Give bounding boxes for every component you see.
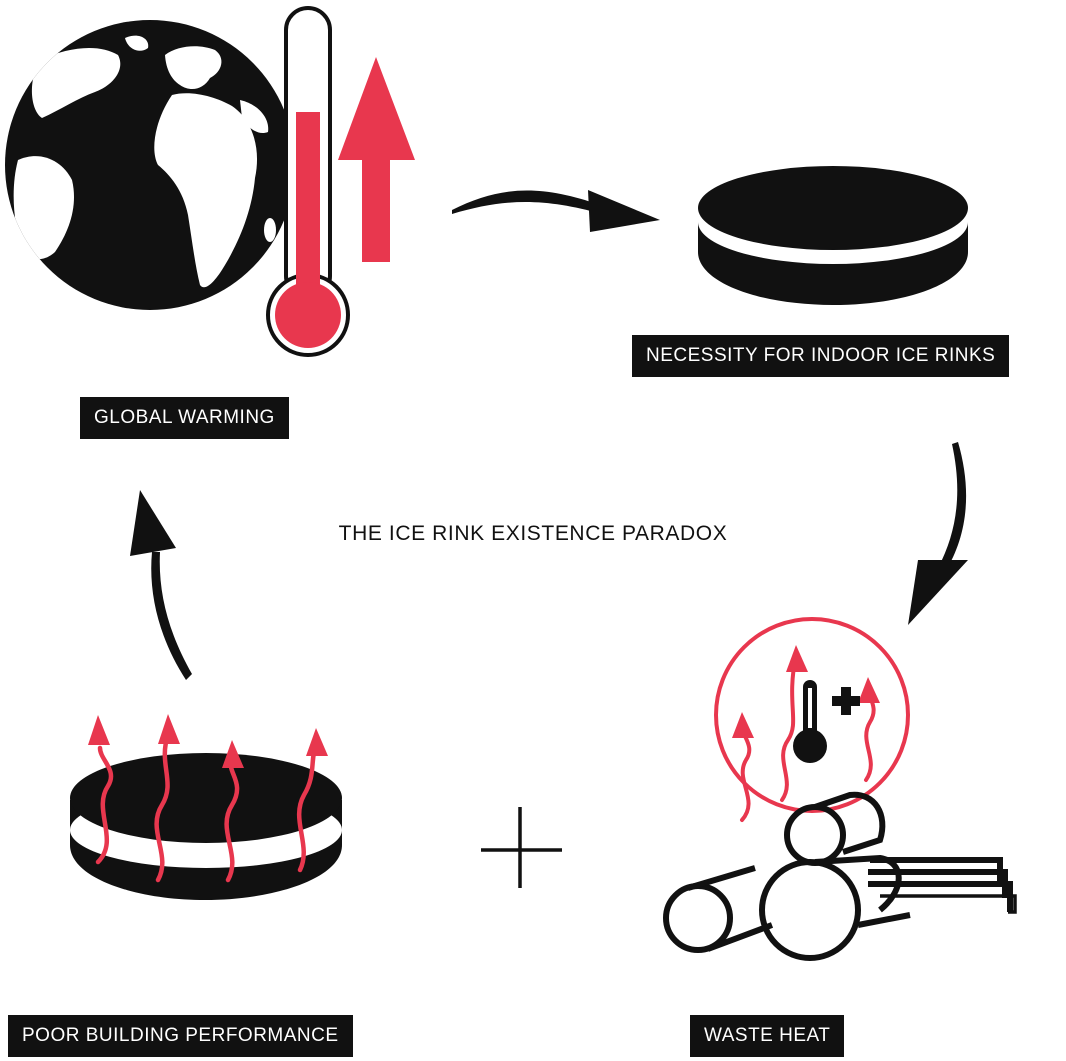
- hockey-puck-icon: [698, 166, 968, 305]
- waste-heat-ring: [714, 617, 910, 813]
- flow-arrow-warming-to-rinks: [452, 190, 660, 232]
- heat-wave-arrowheads: [88, 714, 328, 768]
- up-arrow-icon: [338, 57, 415, 262]
- heat-wave-arrowheads: [732, 645, 880, 738]
- pipes-icon: [663, 791, 1017, 961]
- flow-arrow-rinks-to-waste-heat: [908, 442, 968, 625]
- thermometer-icon: [266, 6, 350, 357]
- diagram-title: THE ICE RINK EXISTENCE PARADOX: [338, 522, 728, 545]
- node-label-indoor-ice-rinks: NECESSITY FOR INDOOR ICE RINKS: [632, 335, 1010, 377]
- heated-puck-icon: [70, 753, 342, 900]
- thermometer-icon: [793, 680, 827, 763]
- plus-icon: [832, 687, 860, 715]
- flow-arrow-performance-to-warming: [130, 490, 192, 680]
- heat-wave-icon: [95, 732, 319, 883]
- node-label-global-warming: GLOBAL WARMING: [80, 397, 289, 439]
- plus-sign: [481, 807, 562, 888]
- node-label-poor-building-performance: POOR BUILDING PERFORMANCE: [8, 1015, 353, 1057]
- globe-icon: [5, 20, 295, 310]
- node-label-waste-heat: WASTE HEAT: [690, 1015, 845, 1057]
